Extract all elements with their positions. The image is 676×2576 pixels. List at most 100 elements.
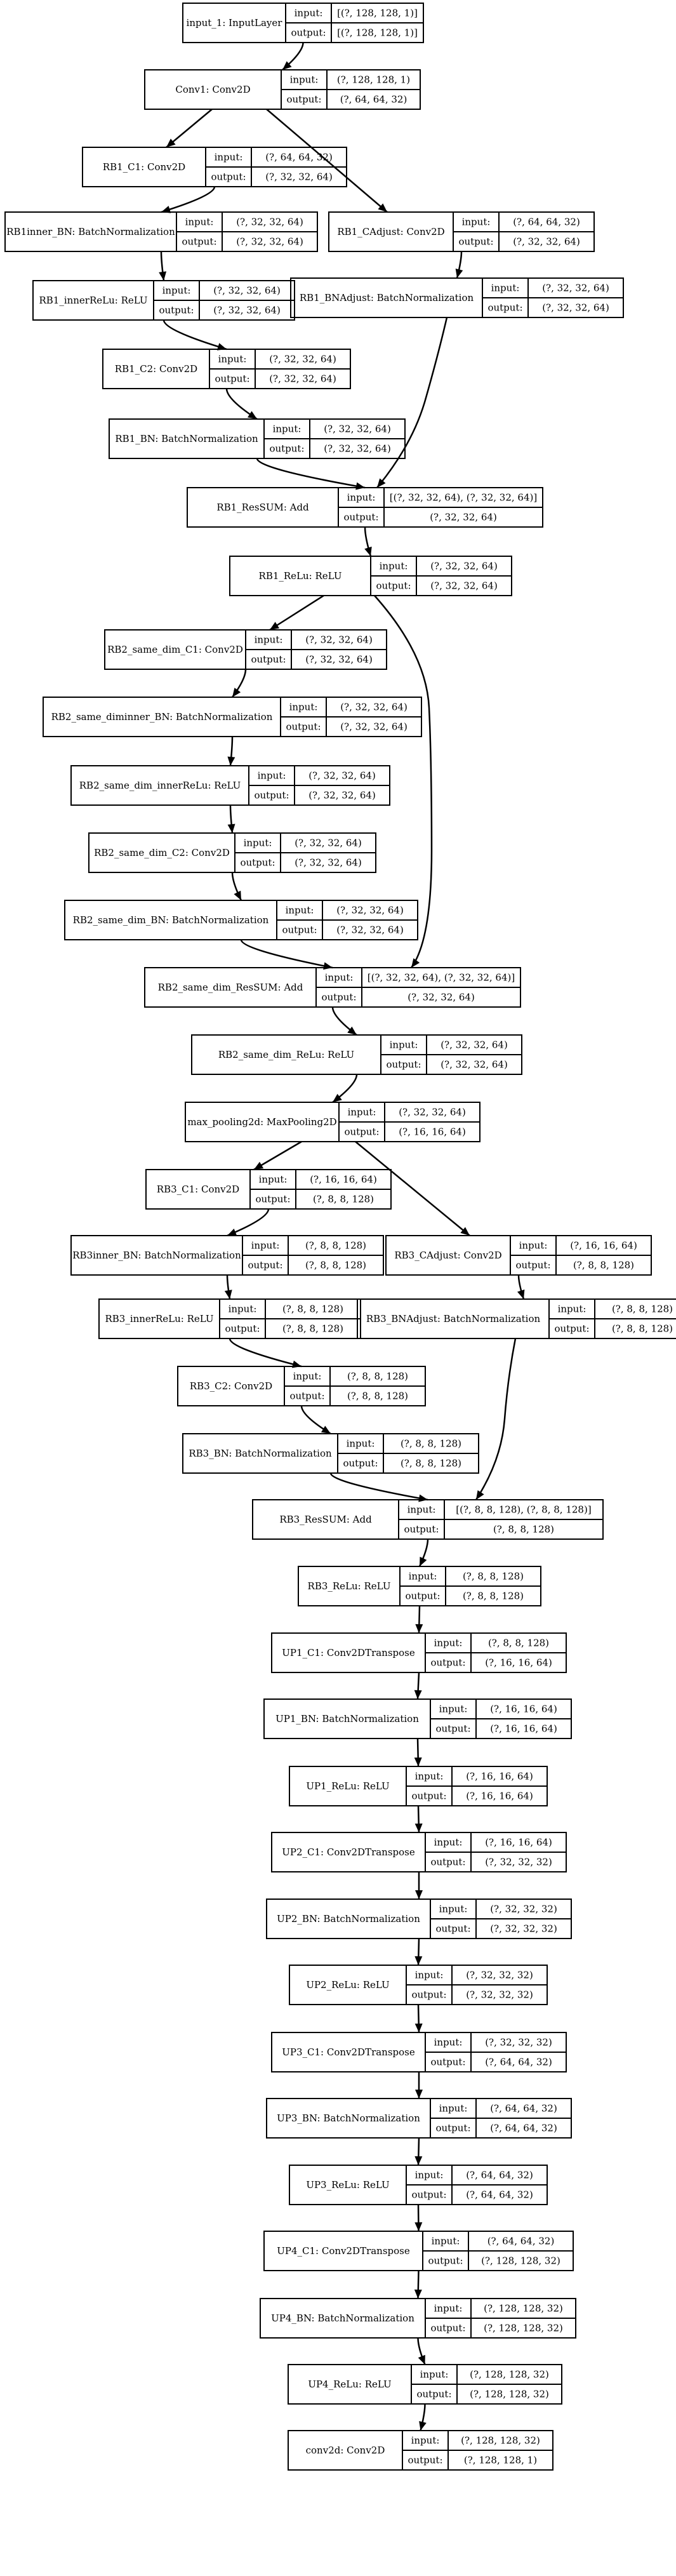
edge-maxpool-to-rb3-c1 — [253, 1140, 302, 1171]
layer-name: UP4_ReLu: ReLU — [308, 2379, 391, 2390]
output-port-label: output: — [404, 1524, 439, 1535]
arrowhead — [333, 1093, 342, 1102]
layer-node-rb2-c2: RB2_same_dim_C2: Conv2Dinput:output:(?, … — [88, 832, 376, 873]
edge-rb1-innerrelu-to-rb1-c2 — [162, 319, 227, 350]
layer-name: RB3_C2: Conv2D — [190, 1380, 272, 1392]
edge-layer — [159, 42, 525, 2431]
arrowhead — [419, 2420, 427, 2431]
arrowhead — [282, 61, 292, 70]
edge-rb3-innerrelu-to-rb3-c2 — [229, 1338, 302, 1368]
layer-name: UP3_ReLu: ReLU — [306, 2179, 389, 2191]
layer-name: UP1_BN: BatchNormalization — [275, 1713, 419, 1725]
layer-name: RB1_ResSUM: Add — [216, 502, 309, 513]
output-port-label: output: — [376, 580, 411, 592]
output-port-label: output: — [248, 1260, 282, 1271]
output-shape: (?, 64, 64, 32) — [340, 94, 408, 105]
input-port-label: input: — [519, 1240, 548, 1251]
output-port-label: output: — [435, 1923, 470, 1935]
input-port-label: input: — [415, 2170, 444, 2181]
input-shape: [(?, 32, 32, 64), (?, 32, 32, 64)] — [368, 972, 515, 984]
input-port-label: input: — [348, 1107, 376, 1118]
arrowhead — [161, 206, 171, 213]
input-port-label: input: — [420, 2369, 449, 2380]
output-shape: (?, 32, 32, 64) — [430, 580, 498, 592]
output-shape: (?, 16, 16, 64) — [490, 1723, 557, 1735]
output-shape: (?, 32, 32, 64) — [269, 373, 336, 385]
arrowhead — [355, 482, 365, 490]
layer-name: UP4_C1: Conv2DTranspose — [277, 2245, 410, 2257]
input-port-label: input: — [411, 2435, 440, 2446]
output-shape: (?, 64, 64, 32) — [490, 2123, 557, 2134]
input-shape: (?, 64, 64, 32) — [490, 2103, 557, 2114]
output-port-label: output: — [487, 302, 522, 314]
input-port-label: input: — [434, 1638, 463, 1649]
arrowhead — [321, 1425, 331, 1434]
layer-name: RB2_same_dim_ReLu: ReLU — [218, 1049, 354, 1060]
arrowhead — [378, 203, 387, 212]
layer-node-rb1-inner-bn: RB1inner_BN: BatchNormalizationinput:out… — [4, 211, 318, 252]
input-port-label: input: — [273, 424, 302, 435]
output-port-label: output: — [344, 1126, 379, 1138]
input-port-label: input: — [293, 1371, 322, 1382]
output-port-label: output: — [215, 373, 249, 385]
input-shape: (?, 32, 32, 64) — [269, 354, 336, 365]
edge-rb1-bn-to-rb1-ressum — [256, 458, 366, 489]
output-port-label: output: — [269, 443, 304, 455]
node-layer: input_1: InputLayer input: output: [(?, 128… — [4, 3, 676, 2471]
input-port-label: input: — [325, 972, 354, 984]
layer-node-up1-c1: UP1_C1: Conv2DTransposeinput:output:(?, … — [271, 1632, 567, 1673]
output-port-label: output: — [321, 992, 356, 1003]
input-port-label: input: — [258, 770, 286, 782]
layer-name: UP3_C1: Conv2DTranspose — [282, 2046, 415, 2058]
output-port-label: output: — [430, 1857, 465, 1868]
input-shape: (?, 32, 32, 32) — [466, 1970, 533, 1981]
layer-node-rb3-bn: RB3_BN: BatchNormalizationinput:output:(… — [182, 1433, 479, 1474]
output-shape: (?, 8, 8, 128) — [493, 1524, 554, 1535]
output-shape: (?, 8, 8, 128) — [401, 1458, 461, 1469]
layer-name: UP2_C1: Conv2DTranspose — [282, 1846, 415, 1858]
edge-rb1-relu-to-rb2-ressum — [374, 595, 433, 968]
layer-name: RB2_same_dim_ResSUM: Add — [158, 982, 303, 993]
output-port-label: output: — [211, 171, 246, 183]
arrowhead — [415, 1624, 423, 1633]
input-shape: (?, 128, 128, 32) — [470, 2369, 549, 2380]
layer-name: RB3_ResSUM: Add — [279, 1514, 372, 1525]
output-shape: [(?, 128, 128, 1)] — [337, 27, 418, 39]
layer-name: RB2_same_dim_C1: Conv2D — [107, 644, 243, 655]
arrowhead — [414, 2023, 423, 2032]
input-port-label: input: — [286, 905, 314, 916]
input-port-label: input: — [380, 561, 408, 572]
input-shape: (?, 8, 8, 128) — [463, 1571, 524, 1582]
edge-conv1-to-rb1-c1 — [166, 109, 213, 148]
arrowhead — [455, 268, 463, 278]
input-shape: (?, 32, 32, 64) — [399, 1107, 466, 1118]
input-port-label: input: — [244, 838, 272, 849]
edge-rb1-bnadjust-to-rb1-ressum — [376, 317, 448, 488]
edge-rb1-relu-to-rb2-c1 — [269, 594, 324, 631]
output-port-label: output: — [458, 236, 493, 248]
output-port-label: output: — [428, 2255, 463, 2267]
output-shape: (?, 128, 128, 32) — [481, 2255, 560, 2267]
layer-node-rb1-relu: RB1_ReLu: ReLU input: output: (?, 32, 32, 6… — [229, 556, 512, 596]
arrowhead — [227, 756, 235, 766]
layer-name: UP1_ReLu: ReLU — [306, 1780, 389, 1792]
input-shape: (?, 32, 32, 64) — [236, 217, 303, 228]
input-port-label: input: — [434, 2037, 463, 2048]
output-shape: (?, 8, 8, 128) — [282, 1323, 343, 1335]
layer-name: conv2d: Conv2D — [306, 2445, 385, 2456]
layer-name: RB1_ReLu: ReLU — [259, 570, 342, 582]
input-port-label: input: — [295, 8, 323, 19]
input-shape: (?, 32, 32, 64) — [308, 770, 376, 782]
layer-name: RB2_same_dim_C2: Conv2D — [94, 847, 230, 858]
edge-rb3-bn-to-rb3-ressum — [329, 1472, 428, 1501]
input-shape: (?, 64, 64, 32) — [513, 217, 580, 228]
layer-name: input_1: InputLayer — [187, 17, 283, 29]
output-shape: (?, 32, 32, 64) — [430, 512, 497, 523]
